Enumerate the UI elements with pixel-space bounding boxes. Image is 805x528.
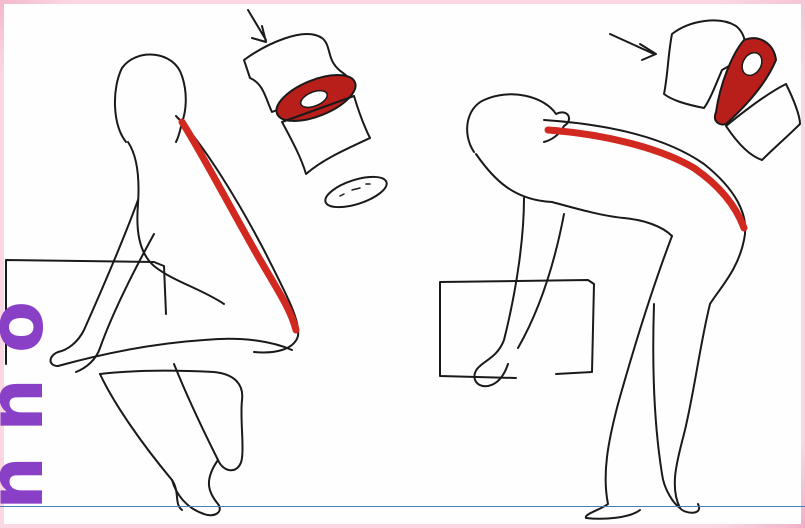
right-figure: [440, 94, 745, 518]
right-leg-front: [586, 236, 672, 519]
left-vertebra-detail: [244, 10, 390, 213]
side-letter: n: [0, 456, 55, 510]
right-vertebra-detail: [610, 20, 800, 160]
right-leg-back: [675, 304, 710, 513]
right-front: [476, 154, 672, 236]
left-spine-highlight: [182, 122, 296, 330]
left-head: [115, 55, 186, 142]
right-head: [467, 94, 569, 152]
left-leg: [100, 364, 243, 510]
right-spine-highlight: [548, 130, 744, 228]
left-loose-disc: [322, 171, 390, 214]
left-loose-disc-marks: [340, 184, 370, 196]
right-box: [440, 280, 594, 378]
bottom-rule: [0, 506, 805, 507]
left-figure: [6, 55, 298, 516]
side-vertical-text: o n n: [0, 288, 34, 522]
left-arrow-icon: [248, 10, 266, 42]
illustration-svg: [4, 4, 801, 524]
side-letter: o: [0, 301, 55, 353]
left-back: [176, 116, 298, 352]
right-arrow-icon: [610, 34, 656, 60]
lifting-posture-illustration: [4, 4, 801, 524]
right-arm: [474, 198, 564, 386]
side-letter: n: [0, 378, 55, 432]
left-thigh: [58, 339, 292, 400]
